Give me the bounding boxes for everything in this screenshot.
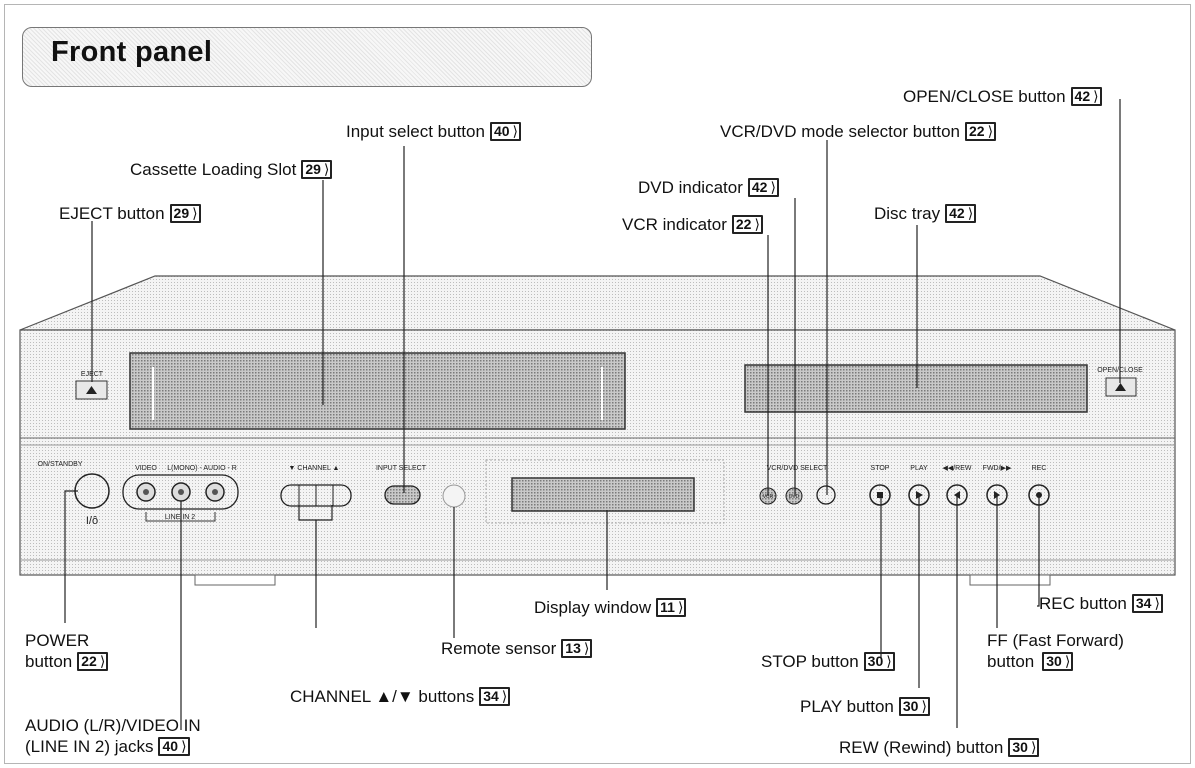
device-body — [19, 275, 1176, 586]
page-ref: 29 — [301, 160, 333, 179]
page-title: Front panel — [51, 36, 213, 68]
figure-frame — [4, 4, 1191, 764]
callout-label: Disc tray — [874, 204, 941, 223]
line-in-2-panel-label: LINE IN 2 — [165, 514, 195, 521]
stop-panel-label: STOP — [871, 465, 890, 472]
page-ref: 42 — [1070, 87, 1102, 106]
page-ref: 40 — [158, 737, 190, 756]
callout-label-line2: button — [25, 652, 73, 671]
callout-label: VCR indicator — [622, 215, 727, 234]
leader-lines — [64, 99, 1121, 730]
callout-label: STOP button — [761, 652, 859, 671]
page-ref: 11 — [656, 598, 687, 617]
title-box: Front panel — [22, 27, 592, 87]
page-ref: 42 — [747, 178, 779, 197]
page-ref: 22 — [731, 215, 763, 234]
callout-label: Remote sensor — [441, 639, 557, 658]
page-ref: 40 — [489, 122, 521, 141]
page-ref: 29 — [169, 204, 201, 223]
display-window — [485, 459, 725, 524]
vcr-indicator-label: VCR — [763, 494, 774, 500]
page-ref: 22 — [77, 652, 109, 671]
transport-buttons[interactable]: STOP PLAY ◀◀/REW FWD/▶▶ REC — [869, 465, 1050, 506]
audio-panel-label: L(MONO) - AUDIO - R — [167, 465, 237, 472]
callout-label-line2: button — [987, 652, 1035, 671]
power-symbol: I/ô — [86, 515, 98, 527]
page-ref: 34 — [479, 687, 511, 706]
cassette-loading-slot — [129, 352, 626, 430]
page-ref: 22 — [965, 122, 997, 141]
page-ref: 34 — [1131, 594, 1163, 613]
callout-label: AUDIO (L/R)/VIDEO IN — [25, 716, 201, 735]
callout-label: REC button — [1039, 594, 1127, 613]
dvd-indicator — [785, 487, 803, 505]
callout-label-line2: (LINE IN 2) jacks — [25, 737, 154, 756]
page-ref: 30 — [1008, 738, 1040, 757]
callout-label: REW (Rewind) button — [839, 738, 1004, 757]
vcr-dvd-select-panel-label: VCR/DVD SELECT — [767, 465, 828, 472]
callout-vcr-dvd-mode: VCR/DVD mode selector button 22 — [720, 121, 997, 142]
callout-ff: FF (Fast Forward) button 30 — [987, 630, 1124, 672]
on-standby-panel-label: ON/STANDBY — [38, 461, 83, 468]
disc-tray — [744, 364, 1088, 413]
callout-label: EJECT button — [59, 204, 165, 223]
callout-label: Display window — [534, 598, 652, 617]
callout-label: Input select button — [346, 122, 485, 141]
dvd-indicator-label: DVD — [789, 494, 800, 500]
page-ref: 30 — [863, 652, 895, 671]
callout-label: PLAY button — [800, 697, 894, 716]
rew-panel-label: ◀◀/REW — [942, 465, 971, 472]
input-select-panel-label: INPUT SELECT — [376, 465, 427, 472]
channel-panel-label: ▼ CHANNEL ▲ — [289, 465, 340, 472]
callout-label: POWER — [25, 631, 90, 650]
page-ref: 30 — [1042, 652, 1074, 671]
remote-sensor — [442, 484, 466, 508]
power-button[interactable]: ON/STANDBY I/ô — [38, 461, 110, 527]
channel-buttons[interactable]: ▼ CHANNEL ▲ — [280, 465, 352, 507]
callout-label: CHANNEL ▲/▼ buttons — [290, 687, 475, 706]
line-in-2-jacks[interactable]: VIDEO L(MONO) - AUDIO - R LINE IN 2 — [122, 465, 239, 522]
callout-label: FF (Fast Forward) — [987, 631, 1124, 650]
input-select-button[interactable]: INPUT SELECT — [376, 465, 427, 505]
page-ref: 13 — [561, 639, 593, 658]
video-panel-label: VIDEO — [135, 465, 157, 472]
callout-label: OPEN/CLOSE button — [903, 87, 1066, 106]
play-panel-label: PLAY — [910, 465, 928, 472]
rec-panel-label: REC — [1032, 465, 1047, 472]
fwd-panel-label: FWD/▶▶ — [983, 465, 1012, 472]
page-ref: 30 — [898, 697, 930, 716]
callout-label: Cassette Loading Slot — [130, 160, 297, 179]
callout-label: DVD indicator — [638, 178, 743, 197]
page-ref: 42 — [945, 204, 977, 223]
callout-label: VCR/DVD mode selector button — [720, 122, 960, 141]
vcr-dvd-mode-selector-button[interactable] — [816, 485, 836, 505]
